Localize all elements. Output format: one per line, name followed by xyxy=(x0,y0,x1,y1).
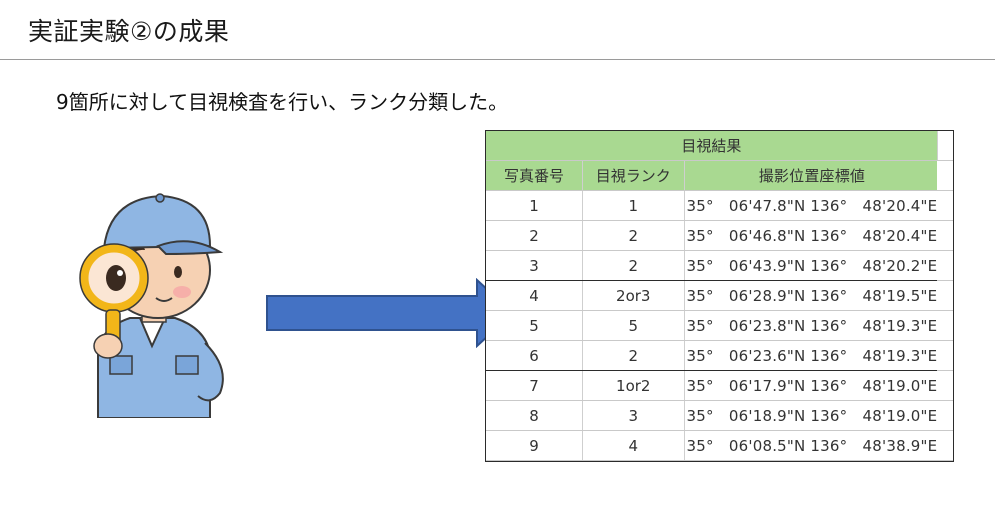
cell-photo-no: 7 xyxy=(486,370,583,401)
column-header-coordinates: 撮影位置座標値 xyxy=(684,160,938,191)
cell-photo-no: 9 xyxy=(486,430,583,461)
cell-photo-no: 4 xyxy=(486,280,583,311)
cell-coordinates: 35° 06'28.9"N 136° 48'19.5"E xyxy=(684,280,938,311)
cell-coordinates: 35° 06'17.9"N 136° 48'19.0"E xyxy=(684,370,938,401)
table-row: 7 1or2 35° 06'17.9"N 136° 48'19.0"E xyxy=(486,370,953,401)
table-row: 9 4 35° 06'08.5"N 136° 48'38.9"E xyxy=(486,430,953,461)
cell-coordinates: 35° 06'46.8"N 136° 48'20.4"E xyxy=(684,220,938,251)
cell-rank: 2 xyxy=(582,250,685,281)
group-header: 目視結果 xyxy=(486,131,938,161)
cell-photo-no: 6 xyxy=(486,340,583,371)
cell-rank: 1 xyxy=(582,190,685,221)
cell-rank: 2or3 xyxy=(582,280,685,311)
table-header-row: 写真番号 目視ランク 撮影位置座標値 xyxy=(486,160,953,191)
cell-coordinates: 35° 06'47.8"N 136° 48'20.4"E xyxy=(684,190,938,221)
slide-subtitle: 9箇所に対して目視検査を行い、ランク分類した。 xyxy=(56,90,509,114)
column-header-photo-no: 写真番号 xyxy=(486,160,583,191)
table-row: 4 2or3 35° 06'28.9"N 136° 48'19.5"E xyxy=(486,280,953,311)
cell-rank: 5 xyxy=(582,310,685,341)
table-row: 3 2 35° 06'43.9"N 136° 48'20.2"E xyxy=(486,250,953,281)
cell-photo-no: 2 xyxy=(486,220,583,251)
title-divider xyxy=(0,59,995,60)
cell-photo-no: 8 xyxy=(486,400,583,431)
cell-coordinates: 35° 06'18.9"N 136° 48'19.0"E xyxy=(684,400,938,431)
cell-rank: 1or2 xyxy=(582,370,685,401)
cell-rank: 3 xyxy=(582,400,685,431)
cell-photo-no: 3 xyxy=(486,250,583,281)
cell-rank: 4 xyxy=(582,430,685,461)
table-row: 2 2 35° 06'46.8"N 136° 48'20.4"E xyxy=(486,220,953,251)
inspector-illustration xyxy=(79,193,224,418)
cell-rank: 2 xyxy=(582,220,685,251)
right-arrow-icon xyxy=(266,278,515,348)
cell-photo-no: 1 xyxy=(486,190,583,221)
cell-coordinates: 35° 06'23.6"N 136° 48'19.3"E xyxy=(684,340,938,371)
table-group-header-row: 目視結果 xyxy=(486,131,953,161)
cell-coordinates: 35° 06'43.9"N 136° 48'20.2"E xyxy=(684,250,938,281)
results-table: 目視結果 写真番号 目視ランク 撮影位置座標値 1 1 35° 06'47.8"… xyxy=(485,130,954,462)
cell-coordinates: 35° 06'08.5"N 136° 48'38.9"E xyxy=(684,430,938,461)
table-row: 8 3 35° 06'18.9"N 136° 48'19.0"E xyxy=(486,400,953,431)
cell-rank: 2 xyxy=(582,340,685,371)
slide-title: 実証実験②の成果 xyxy=(28,17,230,46)
table-row: 1 1 35° 06'47.8"N 136° 48'20.4"E xyxy=(486,190,953,221)
table-row: 5 5 35° 06'23.8"N 136° 48'19.3"E xyxy=(486,310,953,341)
cell-coordinates: 35° 06'23.8"N 136° 48'19.3"E xyxy=(684,310,938,341)
column-header-rank: 目視ランク xyxy=(582,160,685,191)
table-row: 6 2 35° 06'23.6"N 136° 48'19.3"E xyxy=(486,340,953,371)
cell-photo-no: 5 xyxy=(486,310,583,341)
